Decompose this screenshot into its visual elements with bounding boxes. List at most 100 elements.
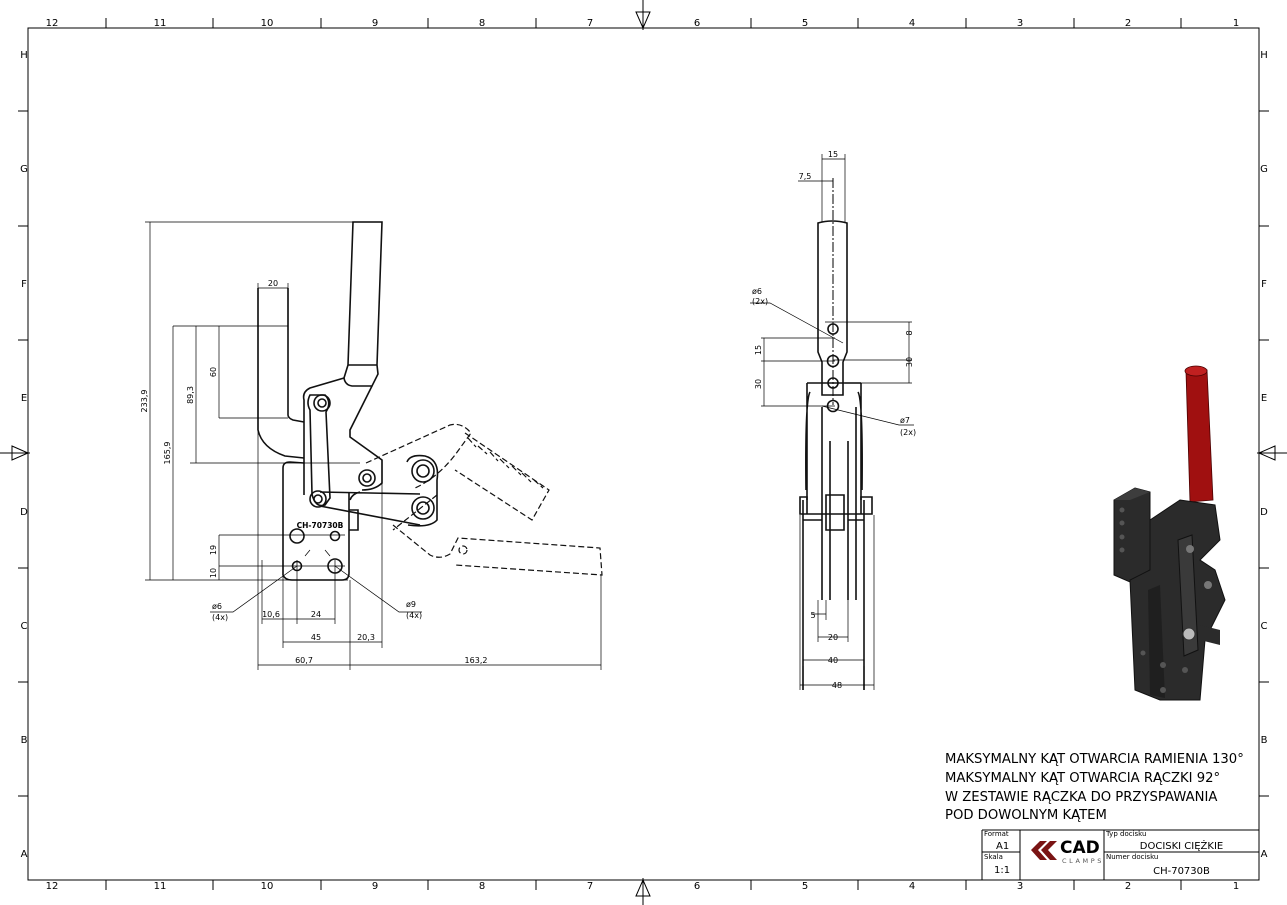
number-value: CH-70730B <box>1153 866 1210 877</box>
open-handle-grip <box>467 437 544 489</box>
row-label: E <box>1261 393 1267 404</box>
zone-ticks <box>18 18 1269 890</box>
vertical-handle <box>343 221 383 387</box>
note-line: MAKSYMALNY KĄT OTWARCIA RĄCZKI 92° <box>945 771 1221 786</box>
row-label: A <box>21 849 28 860</box>
front-view: CH-70730B 233,9 165,9 89,3 60 19 10 20 1… <box>140 221 603 670</box>
dim-19: 19 <box>209 545 218 555</box>
dim-165-9: 165,9 <box>163 442 172 465</box>
row-labels: H G F E D C B A H G F E D C B A <box>20 50 1268 860</box>
logo-subtext: CLAMPS <box>1062 857 1105 865</box>
link-bar <box>307 394 331 507</box>
leader-side-o7 <box>821 405 914 426</box>
side-body <box>805 382 863 600</box>
row-label: H <box>1260 50 1268 61</box>
handle-end-phantom <box>458 545 468 555</box>
open-arm-phantom <box>365 423 550 521</box>
leader-o9 <box>324 549 422 613</box>
type-value: DOCISKI CIĘŻKIE <box>1139 841 1224 852</box>
col-label: 5 <box>802 18 808 29</box>
dim-45: 45 <box>311 633 321 642</box>
col-label: 6 <box>694 18 700 29</box>
dim-89-3: 89,3 <box>186 386 195 404</box>
dim-30-left: 30 <box>754 379 763 389</box>
leader-side-o6 <box>750 302 844 344</box>
logo-text: CAD <box>1060 838 1100 858</box>
hole-o9-count: (4x) <box>406 611 422 620</box>
col-label: 5 <box>802 881 808 892</box>
col-label: 11 <box>154 881 167 892</box>
col-label: 2 <box>1125 18 1131 29</box>
row-label: D <box>1260 507 1268 518</box>
col-label: 12 <box>46 18 59 29</box>
col-label: 3 <box>1017 18 1023 29</box>
hole-o9-dia: ø9 <box>406 600 416 609</box>
dim-15: 15 <box>754 345 763 355</box>
dim-20: 20 <box>828 633 838 642</box>
dim-7-5: 7,5 <box>799 172 812 181</box>
col-label: 9 <box>372 18 378 29</box>
row-label: B <box>21 735 28 746</box>
row-label: B <box>1261 735 1268 746</box>
side-hole-o6-count: (2x) <box>752 297 768 306</box>
dim-5: 5 <box>810 611 815 620</box>
dim-24: 24 <box>311 610 321 619</box>
col-label: 8 <box>479 18 485 29</box>
dim-20: 20 <box>268 279 278 288</box>
type-label: Typ docisku <box>1106 830 1147 838</box>
col-label: 7 <box>587 881 593 892</box>
col-label: 2 <box>1125 881 1131 892</box>
col-label: 7 <box>587 18 593 29</box>
col-label: 4 <box>909 18 915 29</box>
dim-20-3: 20,3 <box>357 633 375 642</box>
col-label: 11 <box>154 18 167 29</box>
dim-233-9: 233,9 <box>140 390 149 413</box>
side-hole-o7-dia: ø7 <box>900 416 910 425</box>
dim-8: 8 <box>905 330 914 335</box>
column-labels: 12 11 10 9 8 7 6 5 4 3 2 1 12 11 10 9 8 … <box>46 18 1240 892</box>
format-value: A1 <box>996 841 1010 852</box>
dim-40: 40 <box>828 656 838 665</box>
row-label: C <box>21 621 28 632</box>
scale-value: 1:1 <box>994 865 1011 876</box>
row-label: H <box>20 50 28 61</box>
number-label: Numer docisku <box>1106 853 1159 861</box>
dim-10: 10 <box>209 568 218 578</box>
row-label: A <box>1261 849 1268 860</box>
col-label: 10 <box>261 18 274 29</box>
scale-label: Skala <box>984 853 1003 861</box>
col-label: 4 <box>909 881 915 892</box>
dim-30-right: 30 <box>905 357 914 367</box>
base-holes <box>289 528 343 574</box>
hole-o6-dia: ø6 <box>212 602 222 611</box>
note-line: POD DOWOLNYM KĄTEM <box>945 808 1107 823</box>
part-label: CH-70730B <box>297 521 344 530</box>
col-label: 1 <box>1233 881 1239 892</box>
row-label: D <box>20 507 28 518</box>
col-label: 6 <box>694 881 700 892</box>
side-hole-o7-count: (2x) <box>900 428 916 437</box>
row-label: C <box>1261 621 1268 632</box>
dim-10-6: 10,6 <box>262 610 280 619</box>
dim-48: 48 <box>832 681 842 690</box>
row-label: F <box>1261 279 1267 290</box>
side-base <box>799 496 873 690</box>
row-label: G <box>1260 164 1268 175</box>
cad-clamps-logo <box>1031 841 1057 860</box>
col-label: 9 <box>372 881 378 892</box>
lever-arm <box>302 377 383 495</box>
row-label: E <box>21 393 27 404</box>
dim-163-2: 163,2 <box>465 656 488 665</box>
closed-handle-phantom <box>392 494 603 576</box>
hole-o6-count: (4x) <box>212 613 228 622</box>
side-hole-o6-dia: ø6 <box>752 287 762 296</box>
col-label: 1 <box>1233 18 1239 29</box>
side-view: 15 7,5 15 30 8 30 5 20 40 48 ø6 (2x) ø7 … <box>750 150 916 690</box>
dim-60-7: 60,7 <box>295 656 313 665</box>
clamp-3d-render <box>1113 365 1226 701</box>
row-label: G <box>20 164 28 175</box>
title-block-frame <box>981 829 1259 880</box>
col-label: 12 <box>46 881 59 892</box>
